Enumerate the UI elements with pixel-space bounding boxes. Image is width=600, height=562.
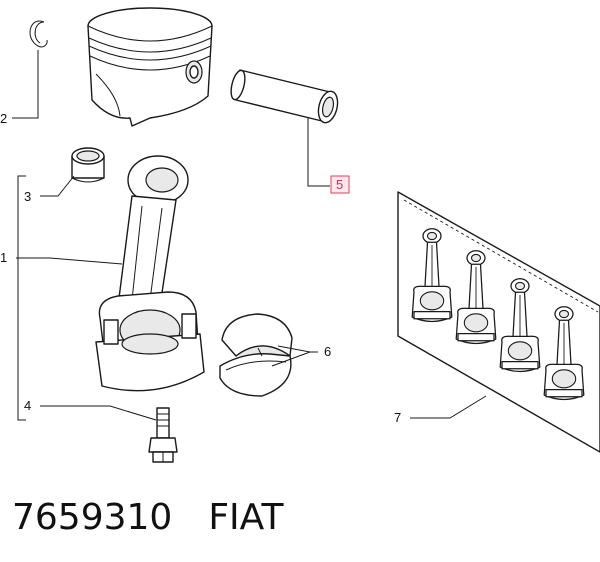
callout-5-highlight — [330, 175, 350, 194]
big-end-bearing-icon — [219, 313, 293, 397]
brand-name: FIAT — [208, 496, 284, 538]
exploded-parts-diagram: 2 5 3 — [0, 7, 600, 463]
callout-4: 4 — [24, 398, 31, 413]
small-end-bushing-icon — [71, 147, 105, 183]
callout-2: 2 — [0, 111, 7, 126]
piston-pin-icon — [230, 69, 339, 124]
part-number: 7659310 — [12, 496, 173, 538]
connecting-rod-icon — [95, 155, 205, 392]
circlip-icon — [29, 20, 48, 48]
callout-7: 7 — [394, 410, 401, 425]
connecting-rod-set-icon — [397, 191, 600, 453]
callout-5: 5 — [336, 177, 343, 192]
piston-icon — [87, 7, 213, 127]
part-caption: 7659310 FIAT — [12, 492, 284, 542]
callout-6: 6 — [324, 344, 331, 359]
callout-3: 3 — [24, 189, 31, 204]
rod-bolt-icon — [148, 407, 178, 463]
callout-1: 1 — [0, 250, 7, 265]
